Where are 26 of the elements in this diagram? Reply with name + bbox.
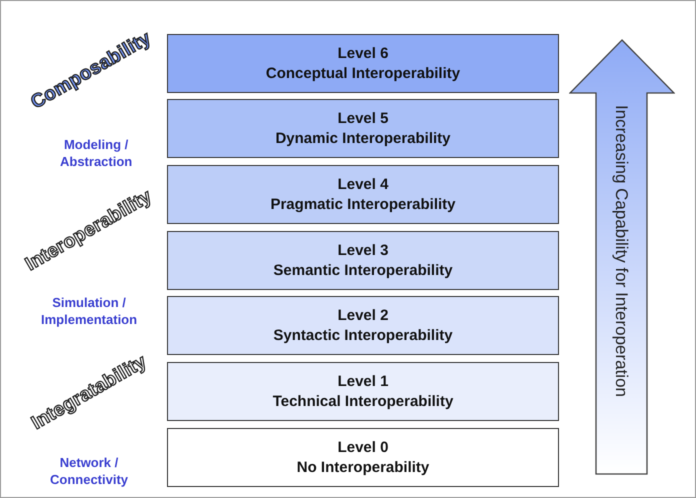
level-box xyxy=(167,362,559,421)
level-text: Level 6 xyxy=(338,44,388,64)
level-text: Dynamic Interoperability xyxy=(275,128,451,148)
level-box xyxy=(167,428,559,487)
level-text: Semantic Interoperability xyxy=(273,260,453,280)
level-text: Level 0 xyxy=(338,438,388,458)
layer-label: Network / Connectivity xyxy=(50,454,128,488)
level-text: Syntactic Interoperability xyxy=(273,326,453,346)
level-text: No Interoperability xyxy=(296,458,430,478)
level-text: Technical Interoperability xyxy=(272,392,454,412)
layer-label: Simulation / Implementation xyxy=(41,294,138,328)
level-text: Level 2 xyxy=(338,306,388,326)
block-arrow xyxy=(569,39,675,475)
level-box xyxy=(167,165,559,224)
level-text: Level 5 xyxy=(338,108,388,128)
level-box xyxy=(167,231,559,290)
level-box xyxy=(167,34,559,93)
level-text: Level 4 xyxy=(338,174,388,194)
level-text: Level 1 xyxy=(338,372,388,392)
layer-label: Modeling / Abstraction xyxy=(60,136,132,170)
level-text: Conceptual Interoperability xyxy=(266,64,460,84)
level-text: Level 3 xyxy=(338,240,388,260)
arrow-label: Increasing Capability for Interoperation xyxy=(611,105,631,397)
level-box xyxy=(167,296,559,355)
level-box xyxy=(167,99,559,158)
level-text: Pragmatic Interoperability xyxy=(270,194,456,214)
